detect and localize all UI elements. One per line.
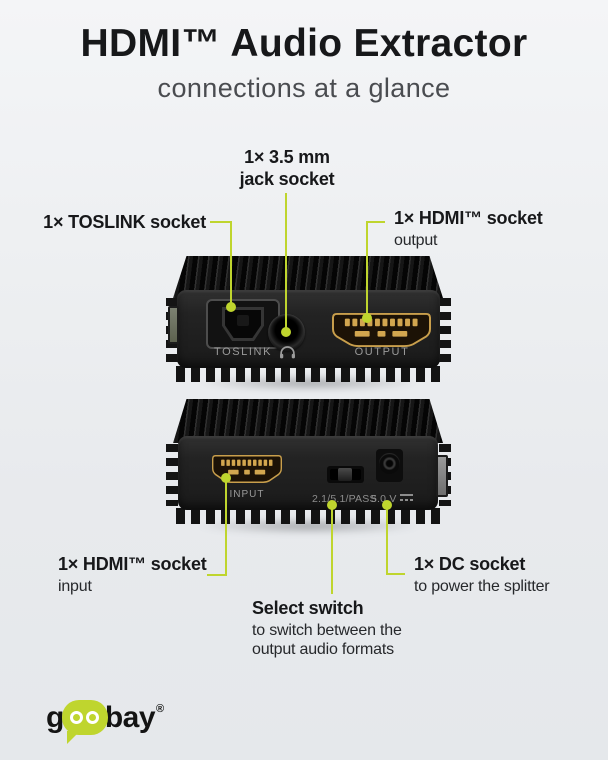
device-front-bottom-fins (176, 366, 441, 382)
toslink-connector (222, 307, 264, 341)
input-port-label: INPUT (229, 489, 265, 500)
device-back-bottom-fins (176, 508, 441, 524)
device-front-right-fins (439, 298, 451, 364)
callout-output-line-h (366, 221, 385, 223)
goobay-logo: g bay ® (46, 700, 165, 744)
callout-jack-label: 1× 3.5 mm jack socket (212, 146, 362, 190)
callout-switch-dot (327, 500, 337, 510)
callout-input-line-v (225, 478, 227, 576)
callout-toslink-label: 1× TOSLINK socket (43, 212, 206, 232)
hdmi-output-port (332, 313, 431, 347)
callout-jack-dot (281, 327, 291, 337)
device-back-left-fins (166, 444, 178, 506)
callout-dc-line-v (386, 504, 388, 575)
callout-jack-line (285, 193, 287, 332)
registered-mark: ® (156, 703, 165, 715)
callout-jack-line2: jack socket (239, 169, 335, 189)
callout-switch-line (331, 504, 333, 594)
page-title: HDMI™ Audio Extractor (80, 22, 528, 65)
callout-toslink-line-h (210, 221, 232, 223)
dc-current-icon (399, 494, 413, 504)
callout-jack-line1: 1× 3.5 mm (244, 147, 330, 167)
toslink-port-label: TOSLINK (213, 346, 273, 358)
device-back-heatsink (173, 399, 443, 443)
logo-o-icon (86, 711, 100, 724)
logo-text-g: g (46, 700, 64, 734)
device-back-side-slot (436, 455, 448, 497)
dc-socket-port (376, 449, 403, 482)
callout-dc-dot (382, 500, 392, 510)
callout-output-dot (362, 313, 372, 323)
logo-bubble (61, 700, 108, 744)
callout-input-line-h (207, 574, 227, 576)
callout-input-dot (221, 473, 231, 483)
callout-output-line-v (366, 221, 368, 318)
callout-dc-line-h (386, 573, 405, 575)
page-subtitle: connections at a glance (157, 73, 451, 103)
output-port-label: OUTPUT (354, 346, 410, 358)
logo-text-bay: bay (104, 700, 156, 734)
callout-hdmi-output-label: 1× HDMI™ socket output (394, 208, 543, 249)
headphone-icon (280, 346, 295, 359)
select-switch (327, 466, 364, 483)
callout-hdmi-input-label: 1× HDMI™ socket input (58, 554, 207, 595)
callout-toslink-line-v (230, 221, 232, 307)
logo-o-icon (70, 711, 84, 724)
callout-toslink-dot (226, 302, 236, 312)
device-front-side-slot (168, 306, 179, 344)
callout-select-switch-label: Select switch to switch between the outp… (252, 598, 402, 658)
header: HDMI™ Audio Extractor connections at a g… (0, 22, 608, 103)
switch-positions-label: 2.1/5.1/PASS (312, 493, 377, 505)
callout-dc-socket-label: 1× DC socket to power the splitter (414, 554, 550, 595)
